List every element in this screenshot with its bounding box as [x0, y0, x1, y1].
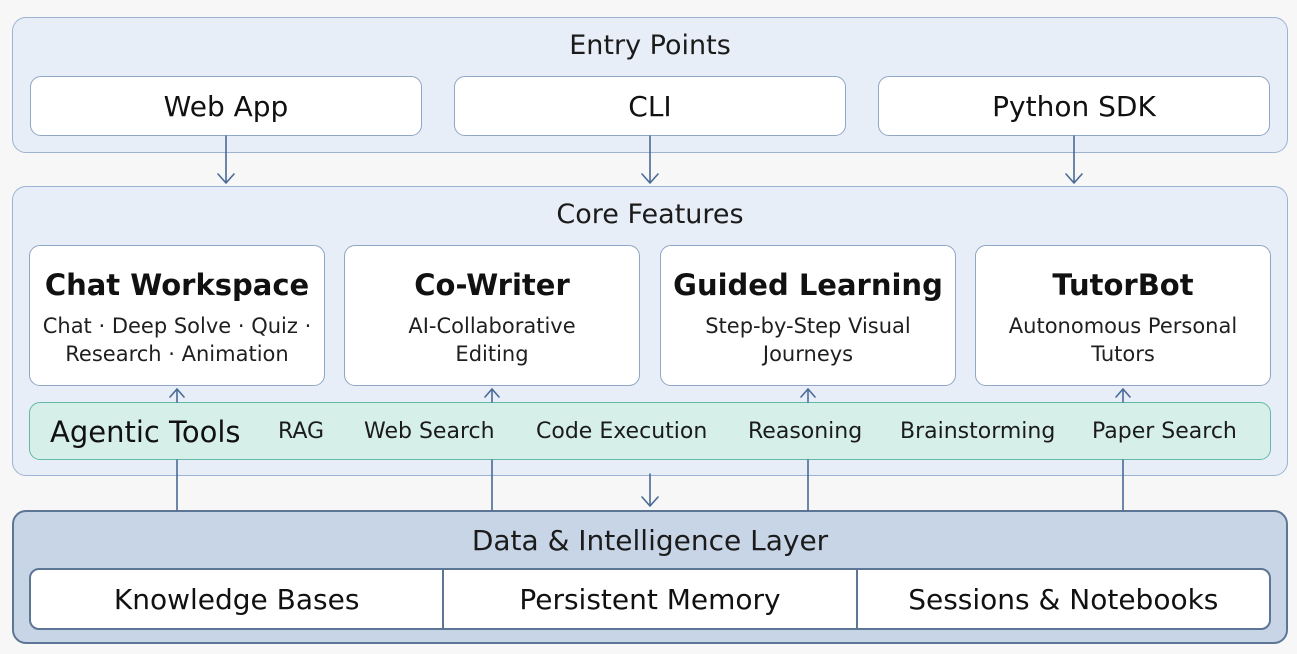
feature-title: Guided Learning — [673, 268, 943, 302]
tool-paper-search: Paper Search — [1092, 419, 1237, 444]
entry-python-sdk: Python SDK — [878, 76, 1270, 136]
tool-rag: RAG — [278, 419, 325, 444]
data-layer-row: Knowledge Bases Persistent Memory Sessio… — [29, 568, 1271, 630]
agentic-tools-bar: Agentic Tools RAG Web Search Code Execut… — [29, 402, 1271, 460]
feature-description: Autonomous Personal Tutors — [1008, 314, 1238, 366]
entry-cli: CLI — [454, 76, 846, 136]
feature-title: Chat Workspace — [44, 268, 310, 302]
data-sessions-notebooks: Sessions & Notebooks — [855, 570, 1269, 628]
agentic-tools-title: Agentic Tools — [50, 415, 241, 449]
feature-description: Step-by-Step Visual Journeys — [705, 314, 911, 366]
data-layer-title: Data & Intelligence Layer — [471, 524, 829, 557]
arrowhead-python-sdk — [1065, 173, 1083, 184]
feature-chat-workspace: Chat Workspace Chat · Deep Solve · Quiz … — [29, 245, 325, 386]
tool-code-execution: Code Execution — [536, 419, 708, 444]
feature-description: AI-Collaborative Editing — [408, 314, 576, 366]
feature-guided-learning: Guided Learning Step-by-Step Visual Jour… — [660, 245, 956, 386]
entry-web-app: Web App — [30, 76, 422, 136]
data-knowledge-bases: Knowledge Bases — [113, 582, 360, 616]
core-features-title: Core Features — [556, 199, 744, 230]
arrowhead-to-data-layer — [641, 496, 659, 507]
feature-description: Chat · Deep Solve · Quiz · Research · An… — [42, 314, 312, 366]
feature-title: Co-Writer — [414, 268, 570, 302]
tool-brainstorming: Brainstorming — [900, 419, 1056, 444]
tool-web-search: Web Search — [364, 419, 495, 444]
feature-co-writer: Co-Writer AI-Collaborative Editing — [344, 245, 640, 386]
feature-title: TutorBot — [1052, 268, 1194, 302]
entry-points-title: Entry Points — [569, 30, 731, 61]
arrowhead-cli — [641, 173, 659, 184]
tool-reasoning: Reasoning — [748, 419, 863, 444]
data-persistent-memory: Persistent Memory — [442, 570, 855, 628]
arrowhead-web-app — [217, 173, 235, 184]
feature-tutorbot: TutorBot Autonomous Personal Tutors — [975, 245, 1271, 386]
